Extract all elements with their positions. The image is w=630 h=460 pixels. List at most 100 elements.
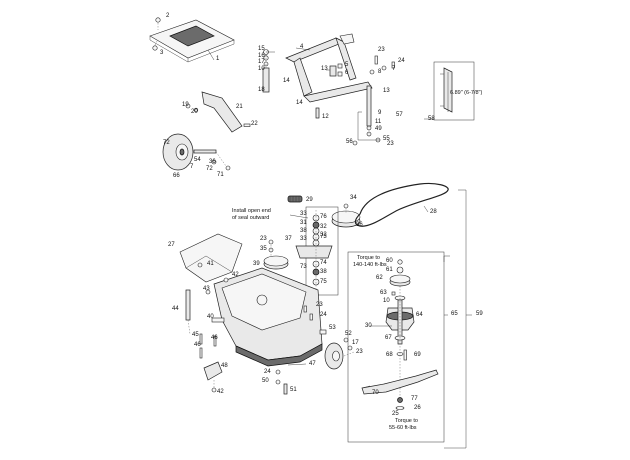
callout-53: 53 (329, 325, 336, 331)
seal-note-line2: of seal outward (232, 215, 269, 221)
callout-14: 14 (283, 78, 290, 84)
nut-42b (211, 387, 217, 393)
bolt-23 (374, 55, 378, 65)
bolt-24 (391, 61, 395, 69)
deck-skirt (235, 343, 323, 367)
callout-51: 51 (290, 387, 297, 393)
callout-64: 64 (416, 312, 423, 318)
mower-deck-assembly (179, 233, 323, 395)
callout-23: 23 (316, 302, 323, 308)
spindle-stack-center: Install open end of seal outward (232, 195, 361, 296)
callout-38: 38 (320, 269, 327, 275)
callout-56: 56 (346, 139, 353, 145)
axle-frame-assembly (262, 33, 395, 146)
callout-10: 10 (258, 66, 265, 72)
callout-5: 5 (345, 62, 349, 68)
callout-47: 47 (309, 361, 316, 367)
callout-48: 48 (221, 363, 228, 369)
seal-76 (312, 214, 320, 222)
callout-45: 45 (192, 332, 199, 338)
callout-36: 36 (209, 159, 216, 165)
callout-33: 33 (300, 211, 307, 217)
washer-17b (347, 345, 353, 351)
callout-40: 40 (207, 314, 214, 320)
callout-58: 58 (428, 116, 435, 122)
belt-path (354, 182, 449, 227)
deck-wheel-assembly (319, 329, 355, 370)
callout-42: 42 (232, 272, 239, 278)
spindle-pulley-top-62 (389, 274, 411, 284)
callout-6: 6 (345, 70, 349, 76)
bracket-40 (211, 317, 225, 323)
callout-13: 13 (321, 66, 328, 72)
callout-46: 46 (194, 342, 201, 348)
callout-46: 46 (211, 335, 218, 341)
bushing-13 (329, 65, 337, 77)
callout-36: 36 (356, 222, 363, 228)
callout-61: 61 (386, 267, 393, 273)
dimension-inset-frame (433, 61, 475, 121)
bolt-23d (303, 305, 307, 313)
deck-wheel-hub (332, 350, 340, 362)
callout-34: 34 (350, 195, 357, 201)
callout-68: 68 (386, 352, 393, 358)
callout-15: 15 (258, 46, 265, 52)
callout-39: 39 (253, 261, 260, 267)
callout-3: 3 (160, 50, 164, 56)
nut-60 (397, 259, 403, 265)
callout-35: 35 (260, 246, 267, 252)
callout-29: 29 (306, 197, 313, 203)
screw-2 (155, 17, 161, 23)
bolt-12 (315, 107, 320, 119)
mower-blade-70 (361, 369, 439, 395)
callout-2: 2 (166, 13, 170, 19)
callout-37: 37 (285, 236, 292, 242)
washer-26 (395, 406, 405, 410)
screw-3 (152, 45, 158, 51)
callout-23: 23 (387, 141, 394, 147)
callout-69: 69 (414, 352, 421, 358)
caster-axle-bolt (193, 149, 217, 154)
caster-axle-end (179, 148, 185, 156)
callout-17: 17 (258, 59, 265, 65)
caster-bracket-21 (201, 91, 243, 133)
callout-55: 55 (383, 136, 390, 142)
callout-7: 7 (190, 164, 194, 170)
hanger-bracket-48 (203, 361, 223, 381)
callout-22: 22 (251, 121, 258, 127)
callout-19: 19 (182, 102, 189, 108)
bolt-19 (185, 103, 191, 109)
callout-65: 65 (451, 311, 458, 317)
foot-plate-assembly (149, 17, 235, 63)
torque-bottom-line1: Torque to (395, 418, 418, 424)
callout-44: 44 (172, 306, 179, 312)
callout-24: 24 (320, 312, 327, 318)
blade-spindle-inset: Torque to 140-140 ft-lbs Torque to 55-60… (347, 189, 472, 449)
callout-20: 20 (191, 109, 198, 115)
deck-post-44 (185, 289, 191, 321)
callout-23: 23 (356, 349, 363, 355)
callout-32: 32 (320, 232, 327, 238)
callout-66: 66 (173, 173, 180, 179)
callout-32: 32 (320, 224, 327, 230)
drive-pulley-top-39 (263, 255, 289, 267)
callout-60: 60 (386, 258, 393, 264)
blade-spindle-frame (347, 251, 445, 443)
callout-17: 17 (352, 340, 359, 346)
deck-spindle-hole (256, 294, 268, 306)
callout-24: 24 (264, 369, 271, 375)
bolt-69 (403, 349, 407, 361)
callout-16: 16 (258, 53, 265, 59)
callout-18: 18 (258, 87, 265, 93)
callout-7: 7 (392, 66, 396, 72)
callout-27: 27 (168, 242, 175, 248)
frame-lower-bar (303, 81, 373, 103)
caster-wheel-assembly (162, 91, 251, 171)
callout-49: 49 (375, 126, 382, 132)
washer-61 (396, 266, 404, 274)
callout-1: 1 (216, 56, 220, 62)
callout-73: 73 (300, 264, 307, 270)
seal-note-line1: Install open end (232, 208, 271, 214)
